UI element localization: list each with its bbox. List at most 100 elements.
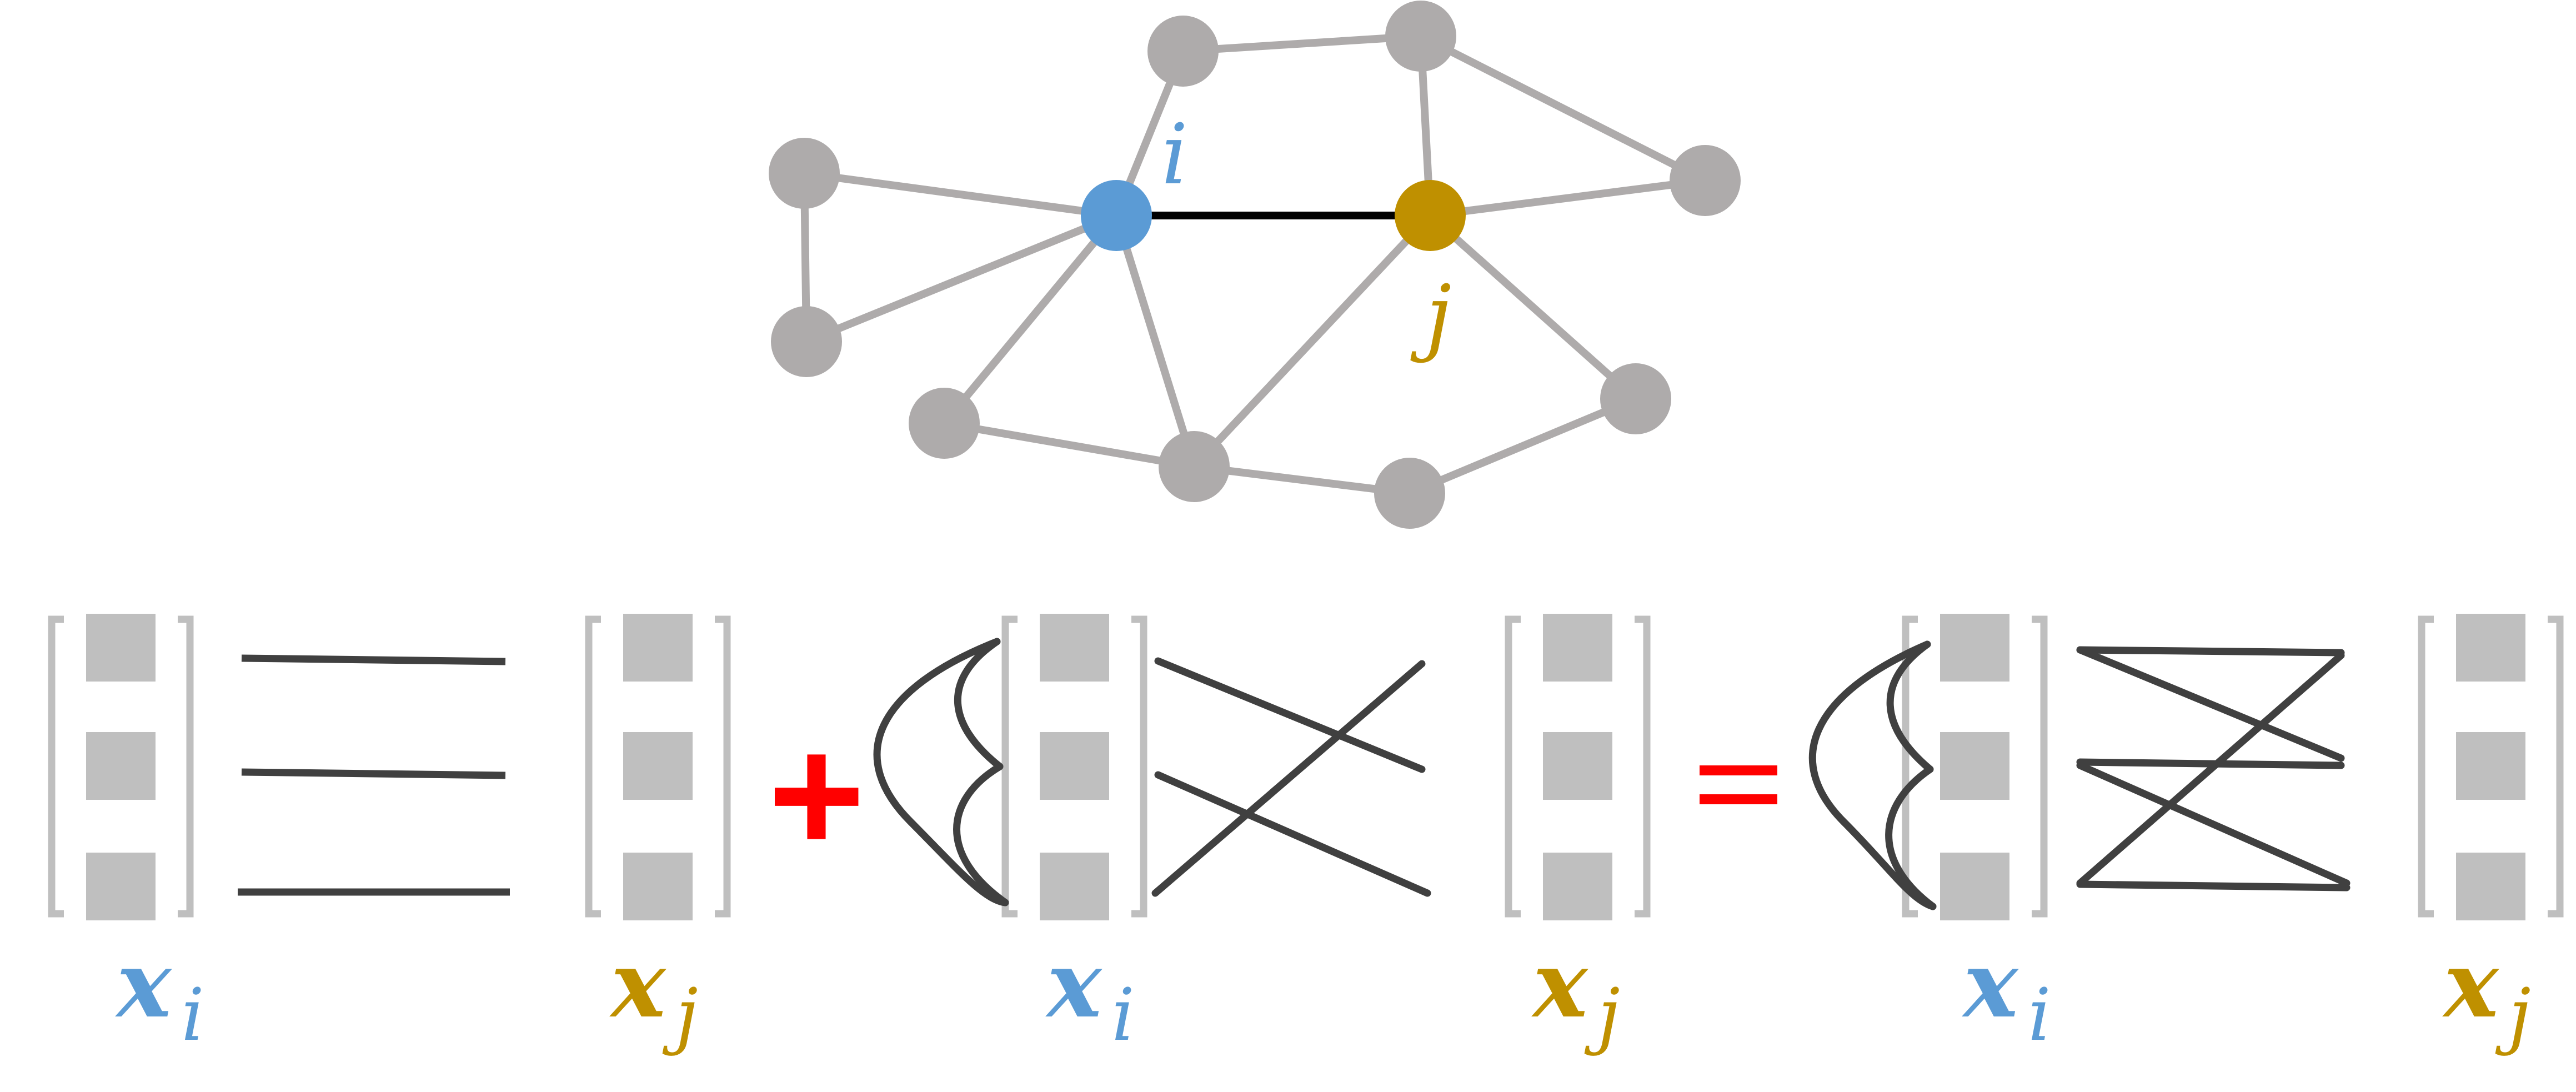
graph-node <box>1670 145 1741 216</box>
vector-cell <box>86 853 156 920</box>
graph-edge <box>1190 212 1434 470</box>
right-bracket <box>1635 615 1651 918</box>
result-loop-outer <box>1808 640 1937 910</box>
graph-edge <box>1179 32 1425 55</box>
left-bracket <box>1902 615 1918 918</box>
right-bracket <box>715 615 731 918</box>
left-bracket <box>1001 615 1018 918</box>
graph-node <box>769 138 840 209</box>
vector-label-base: x <box>1045 930 1102 1038</box>
vector-label-subscript: j <box>2495 973 2530 1057</box>
column-vector <box>585 614 731 920</box>
identity-wire-1 <box>241 654 506 665</box>
vector-cell <box>1040 614 1109 682</box>
vector-label-base: x <box>115 930 172 1038</box>
left-bracket <box>2418 615 2434 918</box>
equals-bar-top <box>1700 765 1777 775</box>
vector-cell <box>1940 614 2009 682</box>
vector-label-subscript: j <box>662 973 698 1057</box>
graph-edge <box>940 212 1120 427</box>
cross-wire-2 <box>1154 771 1431 897</box>
vector-label-base: x <box>2442 930 2499 1038</box>
graph-edge <box>940 419 1198 470</box>
neighbor-wiring <box>873 638 1431 906</box>
cross-wire-1 <box>1154 657 1426 773</box>
result-wire-bottom <box>2076 880 2351 891</box>
right-bracket <box>2548 615 2564 918</box>
vector-label-subscript: i <box>2028 973 2051 1057</box>
column-vector <box>1902 614 2048 920</box>
vector-cell <box>1040 732 1109 800</box>
vector-label-subscript: i <box>181 973 204 1057</box>
matrices <box>48 614 2564 920</box>
node-i <box>1081 180 1152 251</box>
graph-nodes <box>769 1 1741 529</box>
node-j-label: j <box>1410 268 1452 364</box>
graph-edge <box>803 212 1120 345</box>
vector-cell <box>623 614 693 682</box>
graph-node <box>1159 431 1230 502</box>
graph-edge <box>1406 395 1640 497</box>
graph-node <box>1600 363 1671 434</box>
result-cross-3 <box>2076 652 2345 887</box>
vector-cell <box>2456 732 2525 800</box>
plus-operator: + <box>768 701 865 888</box>
equals-text: = <box>1737 780 1740 786</box>
loop-wire-inner-bottom <box>953 763 1009 906</box>
vector-cell <box>1940 853 2009 920</box>
graph-node <box>1385 1 1456 72</box>
graph-edge <box>1426 177 1709 219</box>
vector-cell <box>1543 732 1612 800</box>
result-cross-1 <box>2076 646 2345 762</box>
right-bracket <box>178 615 194 918</box>
vector-label-base: x <box>1962 930 2019 1038</box>
graph-node <box>909 388 980 459</box>
identity-wiring <box>238 654 510 896</box>
equals-operator: = <box>1700 765 1777 804</box>
vector-cell <box>2456 853 2525 920</box>
equals-bar-bottom <box>1700 794 1777 804</box>
graph-edge <box>1190 463 1414 497</box>
graph-edge <box>1112 212 1198 470</box>
graph-edges <box>800 32 1709 497</box>
vector-cell <box>1040 853 1109 920</box>
column-vector <box>1505 614 1651 920</box>
graph-node <box>1374 458 1445 529</box>
vector-label-subscript: i <box>1111 973 1135 1057</box>
vector-cell <box>623 732 693 800</box>
vector-label-base: x <box>1531 930 1588 1038</box>
graph: i j <box>769 1 1741 529</box>
identity-wire-2 <box>241 768 506 779</box>
vector-cell <box>2456 614 2525 682</box>
vector-cell <box>623 853 693 920</box>
result-cross-2 <box>2076 762 2351 887</box>
vector-cell <box>1543 853 1612 920</box>
left-bracket <box>1505 615 1521 918</box>
left-bracket <box>585 615 601 918</box>
vector-label-subscript: j <box>1584 973 1620 1057</box>
graph-node <box>771 306 842 377</box>
result-wiring <box>1808 640 2351 910</box>
graph-node <box>1147 16 1219 87</box>
right-bracket <box>2032 615 2048 918</box>
result-wire-mid <box>2076 758 2345 769</box>
column-vector <box>1001 614 1147 920</box>
column-vector <box>2418 614 2564 920</box>
vector-cell <box>86 732 156 800</box>
result-loop-inner-bottom <box>1885 765 1937 910</box>
loop-wire-outer <box>873 638 1009 906</box>
vector-cell <box>86 614 156 682</box>
graph-edge <box>800 169 1120 219</box>
node-i-label: i <box>1161 107 1188 203</box>
column-vector <box>48 614 194 920</box>
node-j <box>1395 180 1466 251</box>
vector-label-base: x <box>609 930 666 1038</box>
